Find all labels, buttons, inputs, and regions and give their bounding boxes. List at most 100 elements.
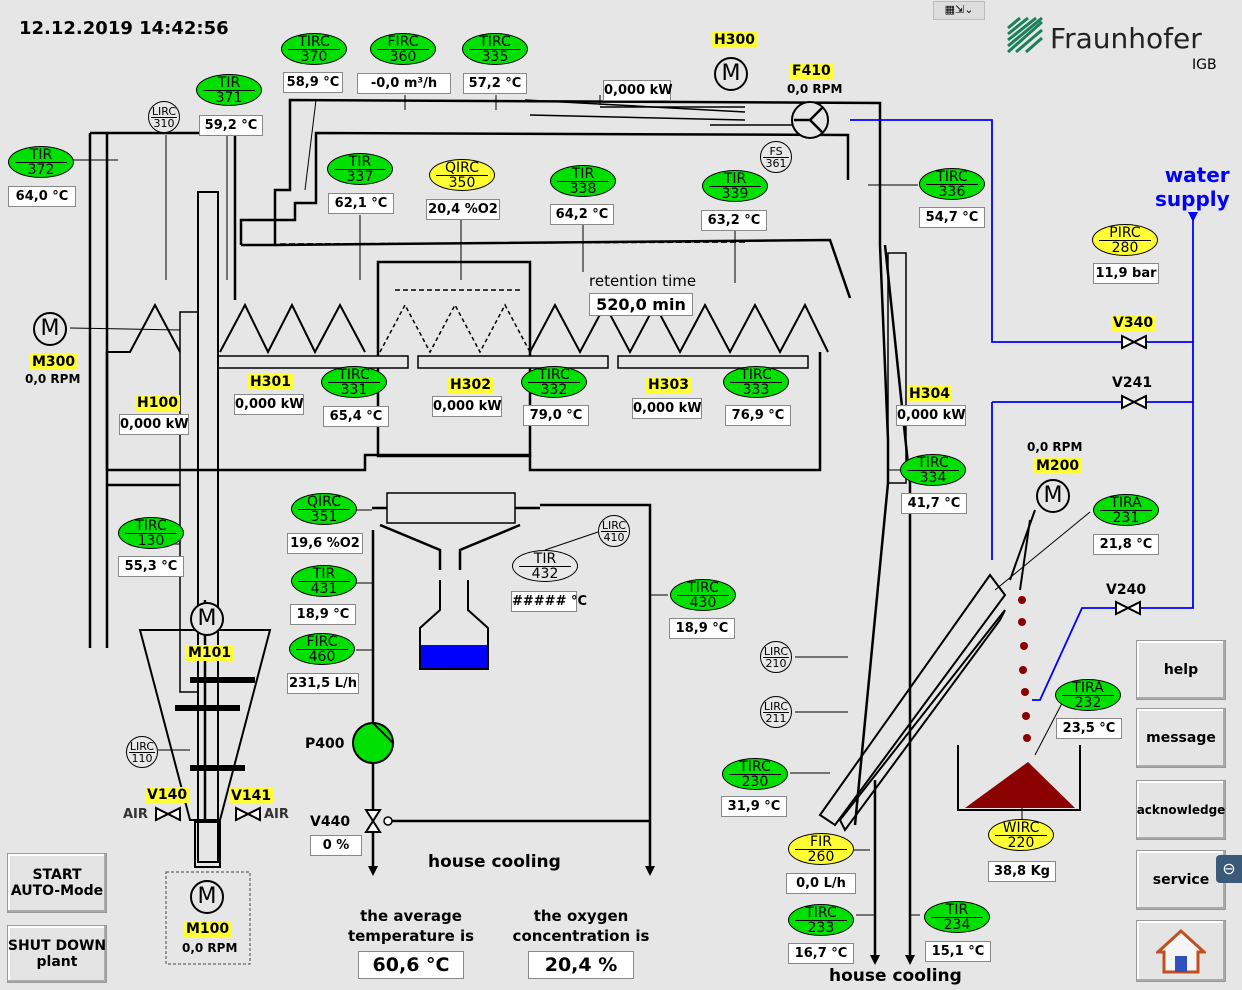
h302-power: 0,000 kW <box>432 396 502 417</box>
v440-valve-icon[interactable] <box>362 806 384 836</box>
oxygen-caption: the oxygen concentration is <box>512 907 650 945</box>
tag-type: TIRA <box>1072 680 1104 696</box>
service-button[interactable]: service <box>1136 850 1226 910</box>
tag-value-tirc336: 54,7 °C <box>919 207 985 228</box>
tag-number: 220 <box>995 835 1047 850</box>
h300-heater-icon[interactable]: M <box>714 57 748 91</box>
m300-motor-icon[interactable]: M <box>33 312 67 346</box>
v241-label: V241 <box>1112 375 1153 391</box>
collapse-icon[interactable]: ⇲ <box>954 3 965 16</box>
acknowledge-button[interactable]: acknowledge <box>1136 780 1226 840</box>
tag-number: 338 <box>557 181 609 196</box>
tag-type: TIR <box>571 166 595 182</box>
tag-value-tirc332: 79,0 °C <box>523 405 589 426</box>
v141-valve-icon[interactable] <box>234 804 262 824</box>
v240-valve-icon[interactable] <box>1114 598 1142 618</box>
fraunhofer-logo-icon <box>1006 16 1044 54</box>
m101-motor-icon[interactable]: M <box>190 602 224 636</box>
home-icon <box>1156 928 1206 974</box>
help-button[interactable]: help <box>1136 640 1226 700</box>
v140-valve-icon[interactable] <box>154 804 182 824</box>
avg-temp-caption: the average temperature is <box>347 907 475 945</box>
tag-number: 339 <box>709 186 761 201</box>
m101-label: M101 <box>186 645 234 661</box>
home-button[interactable] <box>1136 920 1226 982</box>
h303-label: H303 <box>646 377 691 393</box>
window-controls[interactable]: ▦⇲⌄ <box>933 1 985 20</box>
tag-value-tir372: 64,0 °C <box>8 186 76 207</box>
tag-value-tir338: 64,2 °C <box>550 204 614 225</box>
tag-value-pirc280: 11,9 bar <box>1093 263 1159 284</box>
v340-valve-icon[interactable] <box>1120 332 1148 352</box>
p400-pump-icon[interactable] <box>353 723 393 763</box>
tag-type: TIRC <box>135 518 167 534</box>
shutdown-plant-button[interactable]: SHUT DOWN plant <box>7 925 107 983</box>
tag-number: 211 <box>763 712 789 724</box>
tag-number: 334 <box>907 470 959 485</box>
h304-power: 0,000 kW <box>896 405 966 426</box>
tag-number: 232 <box>1062 695 1114 710</box>
m100-motor-icon[interactable]: M <box>190 880 224 914</box>
side-panel-tab-icon[interactable]: ⊖ <box>1216 855 1242 883</box>
chevron-down-icon[interactable]: ⌄ <box>964 3 974 16</box>
start-auto-mode-button[interactable]: START AUTO-Mode <box>7 853 107 913</box>
h302-label: H302 <box>448 377 493 393</box>
v241-valve-icon[interactable] <box>1120 392 1148 412</box>
tag-type: FS <box>769 145 783 158</box>
tag-value-tirc333: 76,9 °C <box>725 405 791 426</box>
tag-value-tir431: 18,9 °C <box>290 604 356 625</box>
retention-time-value: 520,0 min <box>589 293 693 316</box>
tag-type: TIRC <box>687 580 719 596</box>
m200-motor-icon[interactable]: M <box>1036 479 1070 513</box>
message-button[interactable]: message <box>1136 708 1226 768</box>
brand-unit: IGB <box>1192 57 1217 73</box>
tag-number: 350 <box>436 175 488 190</box>
f410-fan-icon[interactable] <box>792 102 828 138</box>
h100-power: 0,000 kW <box>119 414 189 435</box>
m100-rpm: 0,0 RPM <box>182 941 238 955</box>
tag-value-tirc331: 65,4 °C <box>323 406 389 427</box>
avg-temp-value: 60,6 °C <box>358 951 464 979</box>
tag-type: FIRC <box>387 34 419 50</box>
tag-number: 280 <box>1099 240 1151 255</box>
grid-icon[interactable]: ▦ <box>944 3 955 16</box>
tag-type: TIR <box>533 551 557 567</box>
brand-name: Fraunhofer <box>1050 22 1202 55</box>
house-cooling-label-right: house cooling <box>829 966 962 986</box>
tag-number: 431 <box>298 581 350 596</box>
